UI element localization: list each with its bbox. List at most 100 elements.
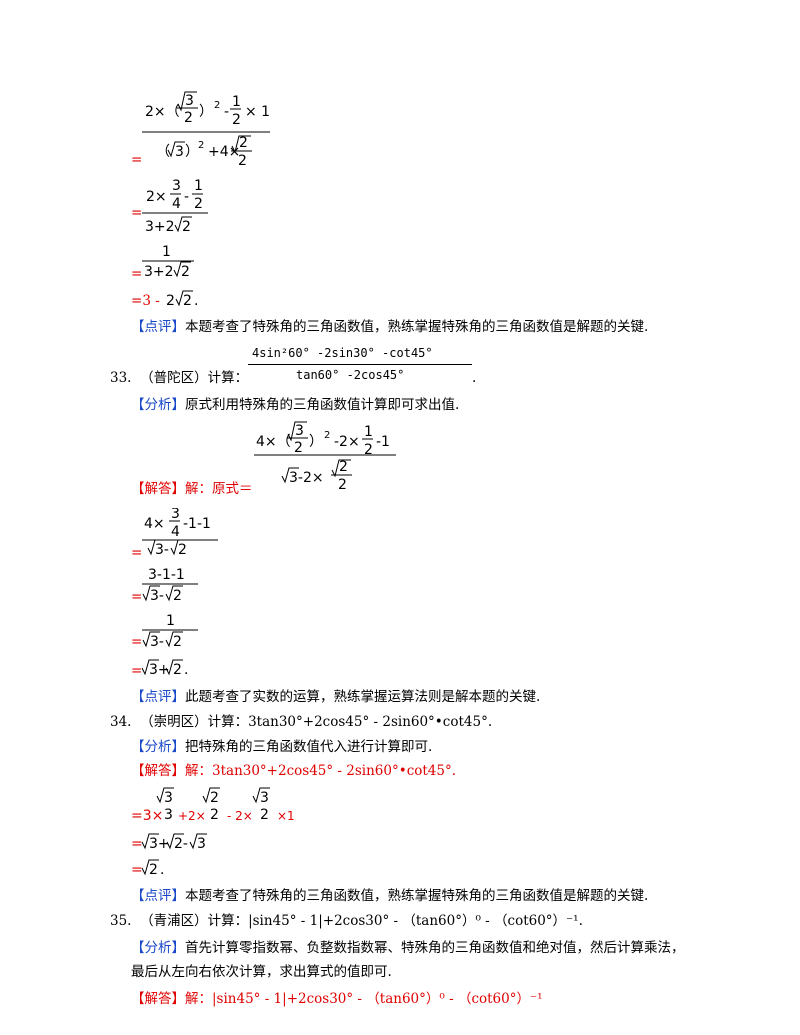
svg-text:4: 4 <box>171 524 180 540</box>
q35-solution: 【解答】解：|sin45° - 1|+2cos30° - （tan60°）⁰ -… <box>131 991 543 1007</box>
question-number: 35. （青浦区）计算：|sin45° - 1|+2cos30° - （tan6… <box>110 913 583 929</box>
svg-text:.: . <box>194 293 198 309</box>
radical-2root2: 2 2 . <box>166 290 198 309</box>
svg-text:-2×: -2× <box>334 434 360 450</box>
svg-text:-: - <box>184 189 189 205</box>
fraction-q33-step-4: 1 3- 2 <box>142 613 198 650</box>
svg-text:2: 2 <box>260 807 269 823</box>
fraction-step-2: 2× 3 4 - 1 2 3+2 2 <box>142 178 208 235</box>
svg-text:4: 4 <box>172 196 181 212</box>
svg-text:4×（: 4×（ <box>256 434 291 450</box>
equals-sign: = <box>131 663 143 679</box>
problem-denominator: tan60° -2cos45° <box>296 368 405 382</box>
svg-text:2: 2 <box>166 293 175 309</box>
svg-text:3: 3 <box>172 178 181 194</box>
svg-text:2: 2 <box>184 110 193 126</box>
svg-text:2: 2 <box>194 196 203 212</box>
svg-text:3: 3 <box>185 93 194 109</box>
svg-text:2: 2 <box>214 100 220 111</box>
svg-text:-1: -1 <box>376 434 390 450</box>
svg-text:1: 1 <box>166 613 175 629</box>
svg-text:3: 3 <box>175 144 184 160</box>
svg-text:- 2×: - 2× <box>227 809 253 823</box>
svg-text:3: 3 <box>171 508 180 522</box>
fraction-step-3: 1 3+2 2 <box>142 244 194 280</box>
svg-text:3-1-1: 3-1-1 <box>148 567 185 583</box>
svg-text:2: 2 <box>178 542 187 558</box>
question-number: 34. （崇明区）计算：3tan30°+2cos45° - 2sin60°•co… <box>110 714 493 730</box>
tag-fenxi: 【分析】 <box>131 940 185 956</box>
tag-dianping: 【点评】 <box>131 319 185 335</box>
svg-text:2: 2 <box>232 112 241 128</box>
svg-text:）: ） <box>199 104 213 120</box>
svg-text:2×（: 2×（ <box>145 104 180 120</box>
fraction-q33-step-1: 4×（ 3 2 ） 2 -2× 1 2 -1 3-2× 2 2 <box>254 421 396 493</box>
svg-text:）: ） <box>309 434 323 450</box>
q34-substitution: =3× 3 3 +2× 2 2 - 2× 3 2 ×1 <box>131 787 295 824</box>
svg-text:1: 1 <box>162 244 171 260</box>
svg-text:-: - <box>224 104 229 120</box>
fraction-step-1: 2×（ 3 2 ） 2 - 1 2 × 1 （ 3 ） 2 +4× 2 2 <box>142 91 270 169</box>
tag-jieda: 【解答】 <box>131 763 185 779</box>
svg-text:2: 2 <box>239 135 248 151</box>
svg-text:=: = <box>131 836 143 852</box>
svg-text:2: 2 <box>173 634 182 650</box>
final-answer: =3 - <box>131 293 160 309</box>
svg-text:3+2: 3+2 <box>144 264 174 280</box>
svg-text:2: 2 <box>338 477 347 493</box>
result-root3-plus-root2: 3+ 2 . <box>141 659 188 678</box>
svg-text:=: = <box>131 862 143 878</box>
svg-text:× 1: × 1 <box>245 104 270 120</box>
q33-comment: 【点评】此题考查了实数的运算，熟练掌握运算法则是解本题的关键. <box>131 689 541 705</box>
tag-jieda: 【解答】 <box>131 991 185 1007</box>
svg-text:3: 3 <box>260 790 269 806</box>
equals-sign: = <box>131 152 143 168</box>
svg-text:4×: 4× <box>144 516 165 532</box>
svg-text:2: 2 <box>198 140 204 151</box>
q34-analysis: 【分析】把特殊角的三角函数值代入进行计算即可. <box>131 739 433 755</box>
svg-text:2: 2 <box>324 430 330 441</box>
svg-text:）: ） <box>185 144 199 160</box>
svg-text:2×: 2× <box>146 189 167 205</box>
svg-text:.: . <box>184 662 188 678</box>
q33-analysis: 【分析】原式利用特殊角的三角函数值计算即可求出值. <box>131 397 460 413</box>
svg-text:2: 2 <box>210 790 219 806</box>
svg-text:2: 2 <box>210 807 219 823</box>
svg-text:2: 2 <box>339 459 348 475</box>
svg-text:2: 2 <box>364 442 373 458</box>
svg-text:2: 2 <box>173 588 182 604</box>
q35-analysis-line2: 最后从左向右依次计算，求出算式的值即可. <box>131 964 392 980</box>
svg-text:（: （ <box>156 144 170 160</box>
svg-text:3+: 3+ <box>149 836 170 852</box>
svg-text:2: 2 <box>238 153 247 169</box>
svg-text:-1-1: -1-1 <box>183 516 211 532</box>
problem-numerator: 4sin²60° -2sin30° -cot45° <box>252 346 433 360</box>
tag-dianping: 【点评】 <box>131 888 185 904</box>
q34-solution: 【解答】解：3tan30°+2cos45° - 2sin60°•cot45°. <box>131 763 457 779</box>
q35-analysis: 【分析】首先计算零指数幂、负整数指数幂、特殊角的三角函数值和绝对值，然后计算乘法… <box>131 940 685 956</box>
q34-step-3: = 2 . <box>131 859 164 878</box>
fraction-q33-step-3: 3-1-1 3- 2 <box>142 567 198 604</box>
svg-text:2: 2 <box>183 293 192 309</box>
equals-sign: = <box>131 266 143 282</box>
fraction-q33-step-2: 4× 3 4 -1-1 3- 2 <box>142 508 218 558</box>
equals-sign: = <box>131 634 143 650</box>
svg-text:3: 3 <box>295 423 304 439</box>
svg-text:2-: 2- <box>174 836 188 852</box>
svg-text:3-2×: 3-2× <box>289 470 324 486</box>
svg-text:+2×: +2× <box>178 809 206 823</box>
equals-sign: = <box>131 545 143 561</box>
tag-fenxi: 【分析】 <box>131 739 185 755</box>
equals-sign: = <box>131 589 143 605</box>
question-number: 33. （普陀区）计算： <box>110 370 249 386</box>
q32-comment: 【点评】本题考查了特殊角的三角函数值，熟练掌握特殊角的三角函数值是解题的关键. <box>131 319 649 335</box>
svg-text:3-: 3- <box>150 588 164 604</box>
svg-text:2: 2 <box>181 264 190 280</box>
svg-text:3: 3 <box>164 790 173 806</box>
svg-text:3: 3 <box>164 807 173 823</box>
svg-text:=3×: =3× <box>131 808 163 824</box>
svg-text:1: 1 <box>232 94 241 110</box>
svg-text:2: 2 <box>294 440 303 456</box>
svg-text:3-: 3- <box>150 634 164 650</box>
svg-text:2: 2 <box>173 662 182 678</box>
